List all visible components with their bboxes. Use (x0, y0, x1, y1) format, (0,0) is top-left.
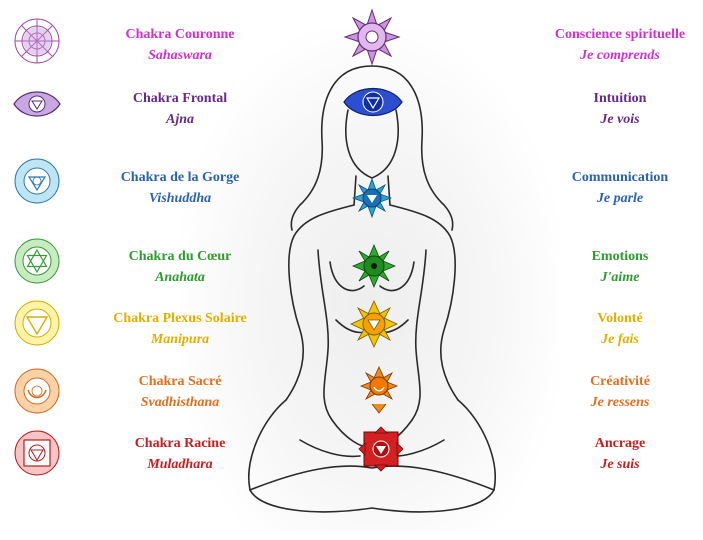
chest-right (379, 261, 415, 292)
legs-outline (248, 399, 496, 513)
crown-lotus-icon (343, 8, 401, 66)
hexagram-icon (352, 244, 396, 288)
chakra-label-root: Chakra Racine Muladhara (70, 433, 290, 475)
mantra-text: Je vois (600, 112, 640, 127)
meaning-label-throat: Communication Je parle (545, 167, 695, 209)
mantra-text: J'aime (600, 270, 640, 285)
face-outline (345, 109, 399, 179)
meaning-text: Emotions (591, 249, 649, 264)
left-arm-inner (317, 249, 333, 421)
meaning-text: Créativité (590, 374, 650, 389)
neck-right (387, 175, 391, 206)
chakra-label-sacral: Chakra Sacré Svadhisthana (70, 371, 290, 413)
chakra-name: Chakra du Cœur (128, 249, 232, 264)
chakra-name: Chakra Sacré (138, 374, 222, 389)
legs-fold (249, 465, 495, 491)
chest-left (329, 261, 365, 292)
sanskrit-name: Svadhisthana (140, 395, 220, 410)
triangle-lotus-icon (14, 300, 60, 346)
mantra-text: Je fais (601, 332, 639, 347)
mantra-text: Je comprends (580, 48, 660, 63)
meaning-text: Intuition (593, 91, 647, 106)
square-lotus-icon (358, 426, 404, 472)
hair-right-outline (371, 65, 454, 231)
sanskrit-name: Anahata (155, 270, 205, 285)
third-eye-icon (13, 91, 61, 117)
mantra-text: Je parle (596, 191, 644, 206)
chakra-label-heart: Chakra du Cœur Anahata (70, 246, 290, 288)
chakra-name: Chakra Couronne (125, 27, 235, 42)
crescent-lotus-icon (14, 368, 60, 414)
throat-lotus-icon (352, 178, 392, 218)
mantra-text: Je suis (600, 457, 640, 472)
neck-left (353, 175, 357, 206)
meaning-label-solar-plexus: Volonté Je fais (545, 308, 695, 350)
crescent-lotus-icon (360, 366, 398, 414)
sanskrit-name: Muladhara (147, 457, 213, 472)
left-knee (299, 439, 361, 458)
square-lotus-icon (14, 430, 60, 476)
chakra-label-solar-plexus: Chakra Plexus Solaire Manipura (70, 308, 290, 350)
meaning-label-sacral: Créativité Je ressens (545, 371, 695, 413)
sanskrit-name: Manipura (150, 332, 210, 347)
meaning-label-heart: Emotions J'aime (545, 246, 695, 288)
chakra-name: Chakra de la Gorge (120, 170, 240, 185)
mantra-text: Je ressens (590, 395, 650, 410)
right-arm-inner (411, 249, 427, 421)
sanskrit-name: Vishuddha (148, 191, 212, 206)
meaning-label-crown: Conscience spirituelle Je comprends (545, 24, 695, 66)
throat-lotus-icon (14, 158, 60, 204)
hexagram-icon (14, 238, 60, 284)
chakra-label-crown: Chakra Couronne Sahaswara (70, 24, 290, 66)
meaning-text: Ancrage (594, 436, 646, 451)
chakra-name: Chakra Racine (134, 436, 226, 451)
sanskrit-name: Ajna (165, 112, 194, 127)
chakra-label-throat: Chakra de la Gorge Vishuddha (70, 167, 290, 209)
meaning-text: Volonté (597, 311, 643, 326)
meaning-label-frontal: Intuition Je vois (545, 88, 695, 130)
third-eye-icon (343, 88, 403, 116)
right-arm-outer (389, 204, 459, 401)
sanskrit-name: Sahaswara (148, 48, 212, 63)
meaning-label-root: Ancrage Je suis (545, 433, 695, 475)
meaning-text: Communication (571, 170, 669, 185)
triangle-lotus-icon (350, 300, 398, 348)
lotus-icon (14, 18, 60, 64)
chakra-label-frontal: Chakra Frontal Ajna (70, 88, 290, 130)
left-arm-outer (285, 204, 355, 401)
chakra-name: Chakra Plexus Solaire (113, 311, 247, 326)
hair-left-outline (290, 65, 373, 231)
meaning-text: Conscience spirituelle (554, 27, 686, 42)
chakra-name: Chakra Frontal (132, 91, 228, 106)
